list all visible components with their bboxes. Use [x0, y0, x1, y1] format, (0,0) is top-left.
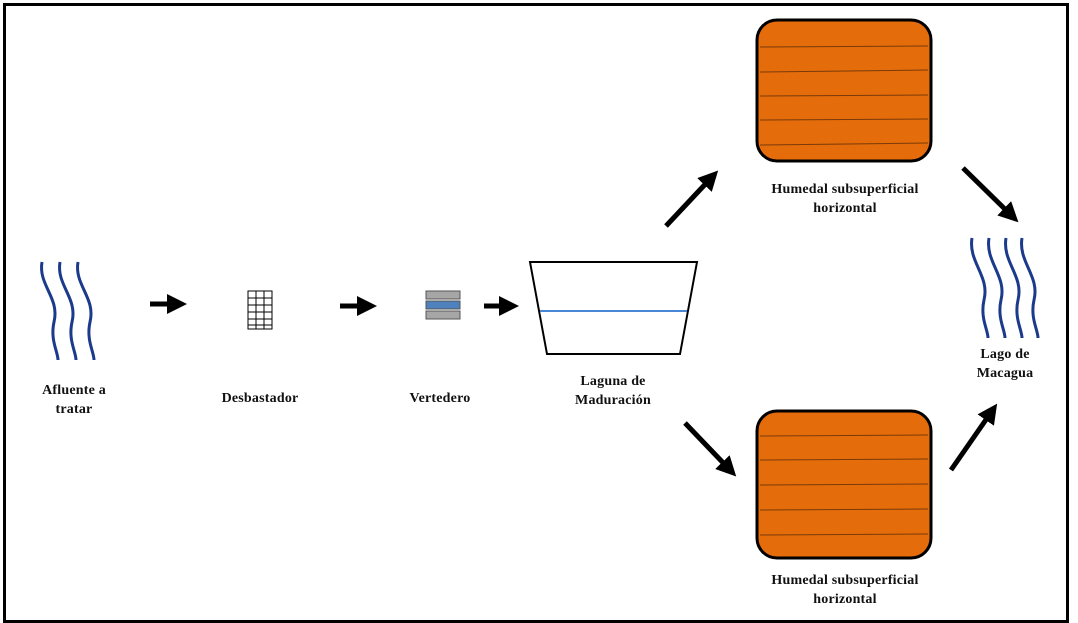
afluente-label: Afluente a tratar	[22, 381, 126, 419]
vertedero-label-text: Vertedero	[409, 391, 471, 406]
humedal-bottom-label: Humedal subsuperficial horizontal	[740, 571, 950, 609]
lago-label-line2: Macagua	[976, 366, 1034, 381]
humedal-top-label-line2: horizontal	[813, 201, 877, 216]
humedal-top-wetland-bed-icon	[755, 18, 933, 163]
afluente-label-line2: tratar	[55, 402, 93, 417]
laguna-label-line2: Maduración	[575, 393, 651, 408]
afluente-waves-icon	[40, 261, 96, 361]
lago-label-line1: Lago de	[980, 347, 1030, 362]
afluente-label-line1: Afluente a	[42, 383, 106, 398]
humedal-bottom-label-line2: horizontal	[813, 592, 877, 607]
laguna-label: Laguna de Maduración	[548, 372, 678, 410]
arrow-humedal-bottom-to-lago	[948, 403, 998, 472]
humedal-bottom-label-line1: Humedal subsuperficial	[771, 573, 919, 588]
vertedero-weir-icon	[425, 290, 461, 320]
flow-arrows	[150, 166, 1019, 477]
humedal-top-label-line1: Humedal subsuperficial	[771, 182, 919, 197]
humedal-top-label: Humedal subsuperficial horizontal	[740, 180, 950, 218]
arrow-laguna-to-humedal-top	[664, 170, 719, 228]
lago-label: Lago de Macagua	[950, 345, 1060, 383]
lago-waves-icon	[970, 237, 1040, 339]
desbastador-label-text: Desbastador	[221, 391, 299, 406]
vertedero-label: Vertedero	[380, 389, 500, 408]
laguna-pond-icon	[528, 261, 699, 355]
humedal-bottom-wetland-bed-icon	[755, 409, 933, 560]
arrow-laguna-to-humedal-bottom	[683, 421, 737, 477]
desbastador-label: Desbastador	[200, 389, 320, 408]
arrow-humedal-top-to-lago	[961, 166, 1019, 223]
laguna-label-line1: Laguna de	[580, 374, 646, 389]
desbastador-screen-grid-icon	[247, 290, 273, 330]
